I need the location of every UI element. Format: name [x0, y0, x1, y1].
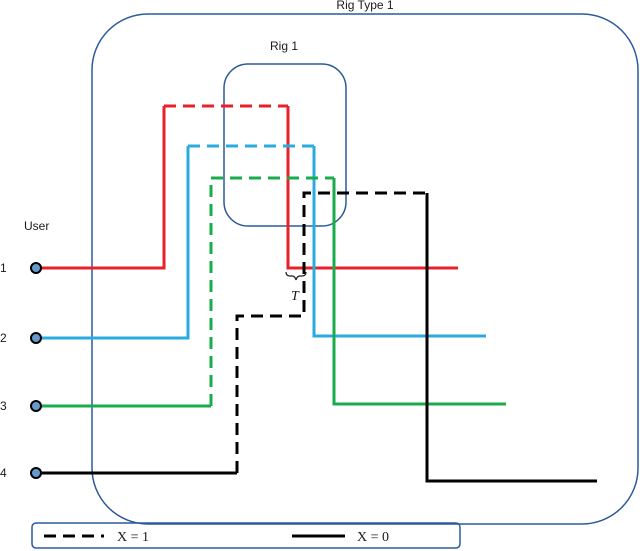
legend-dashed-label: X = 1 — [117, 530, 149, 545]
user-node-1 — [30, 262, 42, 274]
rig-label: Rig 1 — [270, 39, 298, 53]
user-2-path — [40, 144, 486, 340]
user-number-2: 2 — [0, 331, 7, 345]
user-node-4 — [30, 467, 42, 479]
user-number-1: 1 — [0, 261, 7, 275]
rig-frame — [223, 63, 347, 227]
user-node-2 — [30, 332, 42, 344]
rig-type-label: Rig Type 1 — [336, 0, 393, 12]
legend: X = 1 X = 0 — [31, 522, 461, 549]
user-4-path — [40, 191, 597, 483]
user-number-4: 4 — [0, 466, 7, 480]
legend-solid-label: X = 0 — [357, 530, 389, 545]
legend-box — [31, 522, 461, 549]
delay-brace: T — [285, 271, 307, 304]
user-1-path — [40, 104, 458, 270]
user-label: User — [24, 219, 49, 233]
user-node-3 — [30, 400, 42, 412]
delay-label: T — [291, 289, 300, 304]
user-number-3: 3 — [0, 399, 7, 413]
user-3-path — [40, 176, 506, 408]
